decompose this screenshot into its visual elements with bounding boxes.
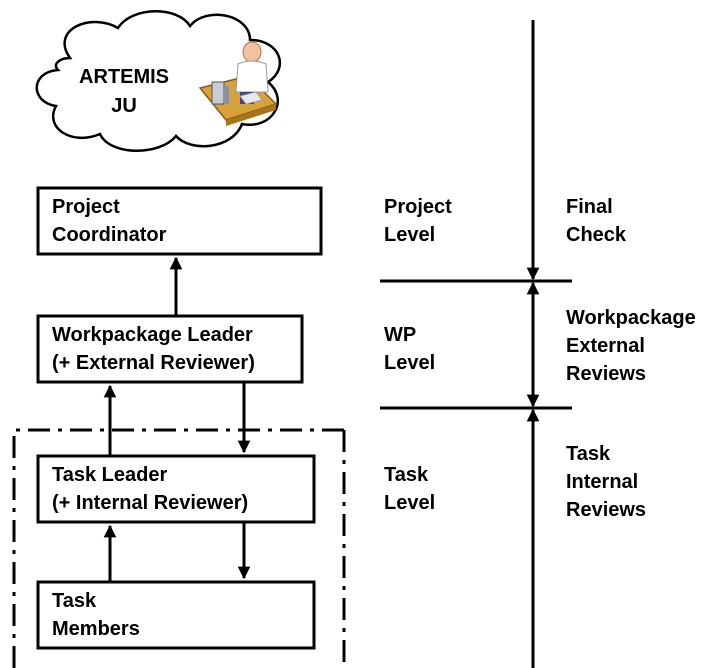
final-check-line2: Check: [566, 224, 627, 246]
task-boundary: [12, 428, 346, 668]
artemis-ju-cloud: ARTEMIS JU: [35, 10, 282, 152]
task-leader-line1: Task Leader: [52, 464, 167, 486]
task-members-line1: Task: [52, 590, 97, 612]
task-internal-line3: Reviews: [566, 499, 646, 521]
wp-external-line3: Reviews: [566, 363, 646, 385]
workpackage-leader-line2: (+ External Reviewer): [52, 352, 255, 374]
cloud-label-line2: JU: [111, 95, 137, 117]
cloud-shape: [35, 10, 282, 152]
wp-level-line1: WP: [384, 324, 416, 346]
wp-level-line2: Level: [384, 352, 435, 374]
task-level-line1: Task: [384, 464, 429, 486]
task-members-line2: Members: [52, 618, 140, 640]
cloud-label-line1: ARTEMIS: [79, 66, 169, 88]
task-members-box: Task Members: [36, 580, 316, 650]
task-internal-line2: Internal: [566, 471, 638, 493]
task-level-line2: Level: [384, 492, 435, 514]
person-at-desk-icon: [198, 41, 278, 126]
project-coordinator-box: Project Coordinator: [36, 186, 323, 256]
wp-external-line2: External: [566, 335, 645, 357]
task-internal-line1: Task: [566, 443, 611, 465]
workpackage-leader-line1: Workpackage Leader: [52, 324, 253, 346]
project-coordinator-line1: Project: [52, 196, 120, 218]
final-check-line1: Final: [566, 196, 613, 218]
task-leader-box: Task Leader (+ Internal Reviewer): [36, 454, 316, 524]
wp-external-line1: Workpackage: [566, 307, 696, 329]
workpackage-leader-box: Workpackage Leader (+ External Reviewer): [36, 314, 304, 384]
project-level-line1: Project: [384, 196, 452, 218]
task-leader-line2: (+ Internal Reviewer): [52, 492, 248, 514]
project-coordinator-line2: Coordinator: [52, 224, 167, 246]
project-level-line2: Level: [384, 224, 435, 246]
